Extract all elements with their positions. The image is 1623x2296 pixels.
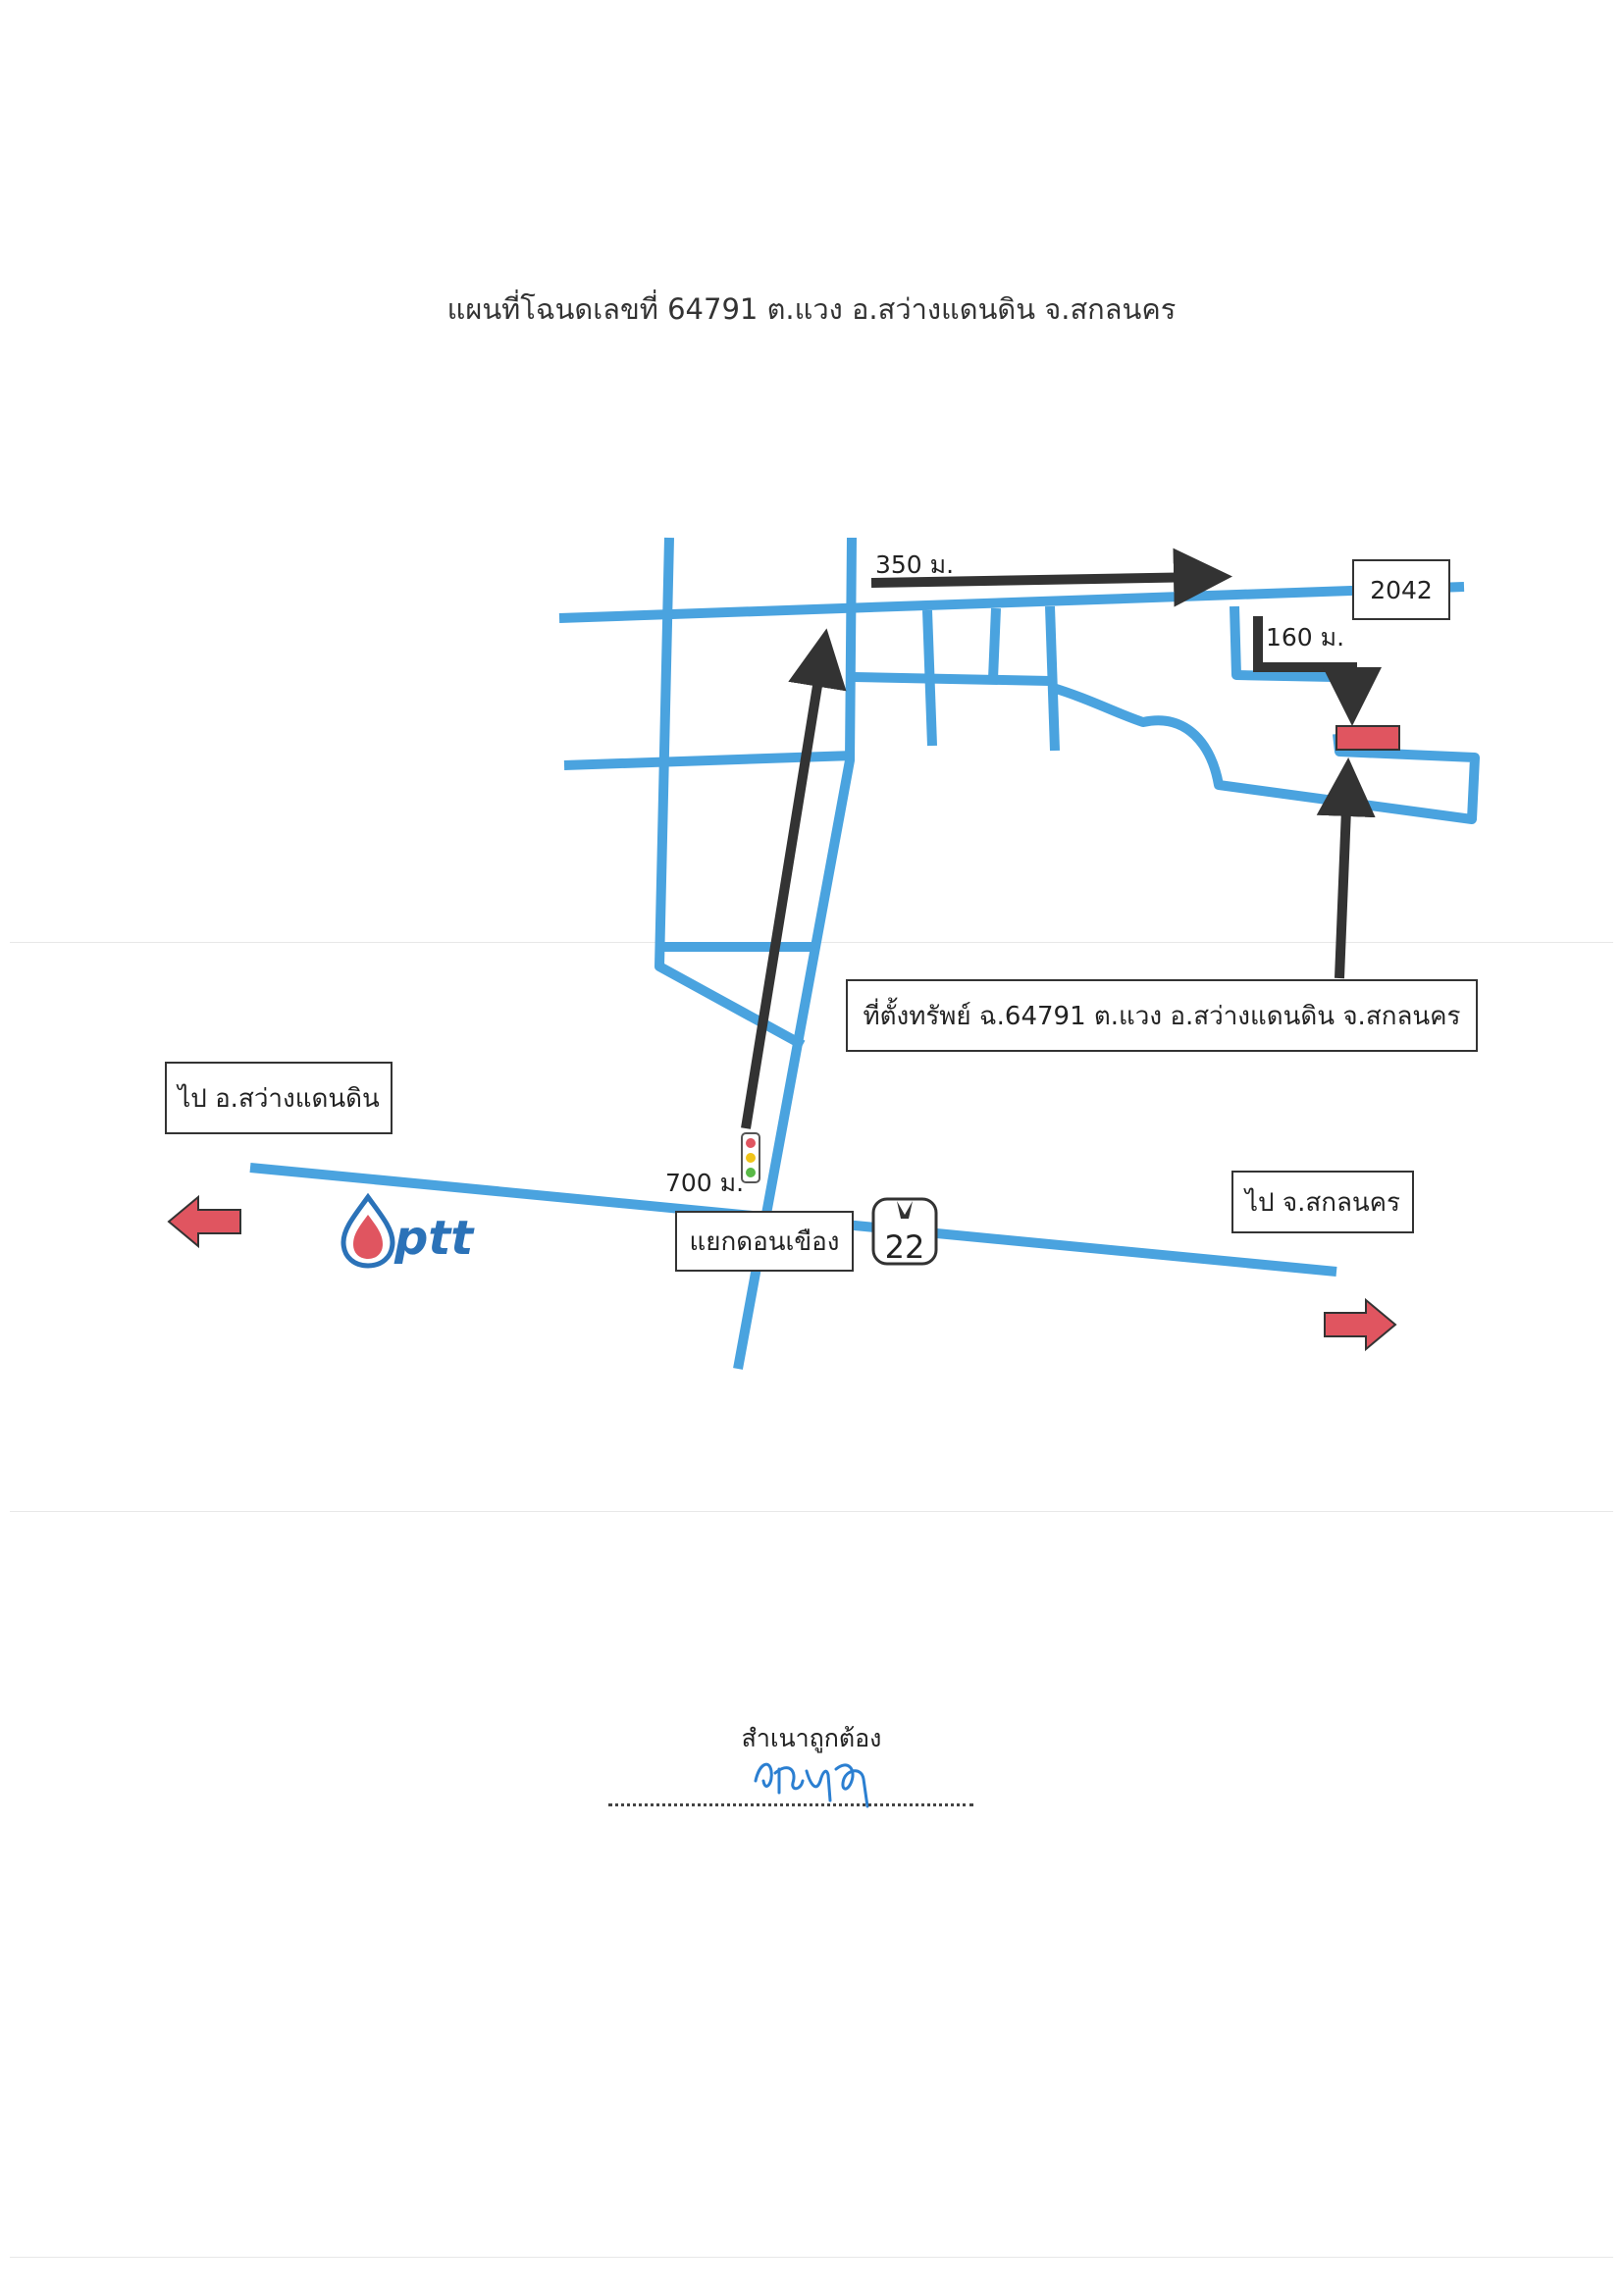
road-2042-sign: 2042 bbox=[1352, 559, 1450, 620]
svg-text:22: 22 bbox=[885, 1228, 925, 1266]
page-title: แผนที่โฉนดเลขที่ 64791 ต.แวง อ.สว่างแดนด… bbox=[446, 292, 1177, 326]
road bbox=[922, 609, 937, 747]
property-location-label: ที่ตั้งทรัพย์ ฉ.64791 ต.แวง อ.สว่างแดนดิ… bbox=[846, 979, 1478, 1052]
certification-label: สำเนาถูกต้อง bbox=[741, 1724, 882, 1752]
distance-700-label: 700 ม. bbox=[665, 1169, 745, 1197]
road bbox=[733, 537, 857, 1370]
road bbox=[558, 582, 1465, 623]
road bbox=[1045, 605, 1060, 752]
road bbox=[988, 607, 1001, 680]
to-sawang-daen-din-label: ไป อ.สว่างแดนดิน bbox=[165, 1062, 393, 1134]
road bbox=[853, 672, 1051, 686]
signature-line bbox=[608, 1803, 973, 1806]
route-arrow bbox=[1253, 616, 1382, 726]
traffic-light-icon bbox=[741, 1132, 760, 1183]
to-sakon-nakhon-label: ไป จ.สกลนคร bbox=[1231, 1171, 1414, 1233]
road bbox=[654, 537, 806, 1050]
scan-fold-line bbox=[10, 2257, 1613, 2258]
right-arrow-icon bbox=[1324, 1297, 1397, 1352]
scan-fold-line bbox=[10, 1511, 1613, 1512]
don-khueang-junction-label: แยกดอนเขือง bbox=[675, 1211, 854, 1272]
route-arrow bbox=[741, 628, 847, 1129]
left-arrow-icon bbox=[167, 1194, 241, 1249]
property-marker bbox=[1335, 725, 1400, 751]
signature bbox=[754, 1762, 869, 1808]
distance-160-label: 160 ม. bbox=[1266, 623, 1345, 652]
ptt-logo: ptt bbox=[340, 1192, 475, 1269]
route-arrows bbox=[741, 548, 1382, 1129]
svg-text:ptt: ptt bbox=[393, 1211, 475, 1266]
highway-22-badge: 22 bbox=[871, 1197, 938, 1266]
road bbox=[1048, 682, 1480, 824]
route-arrow bbox=[1316, 757, 1376, 979]
distance-350-label: 350 ม. bbox=[875, 550, 955, 579]
garuda-icon bbox=[897, 1201, 913, 1219]
route-arrow bbox=[870, 548, 1232, 607]
road-network bbox=[249, 537, 1480, 1370]
road bbox=[1230, 605, 1335, 682]
